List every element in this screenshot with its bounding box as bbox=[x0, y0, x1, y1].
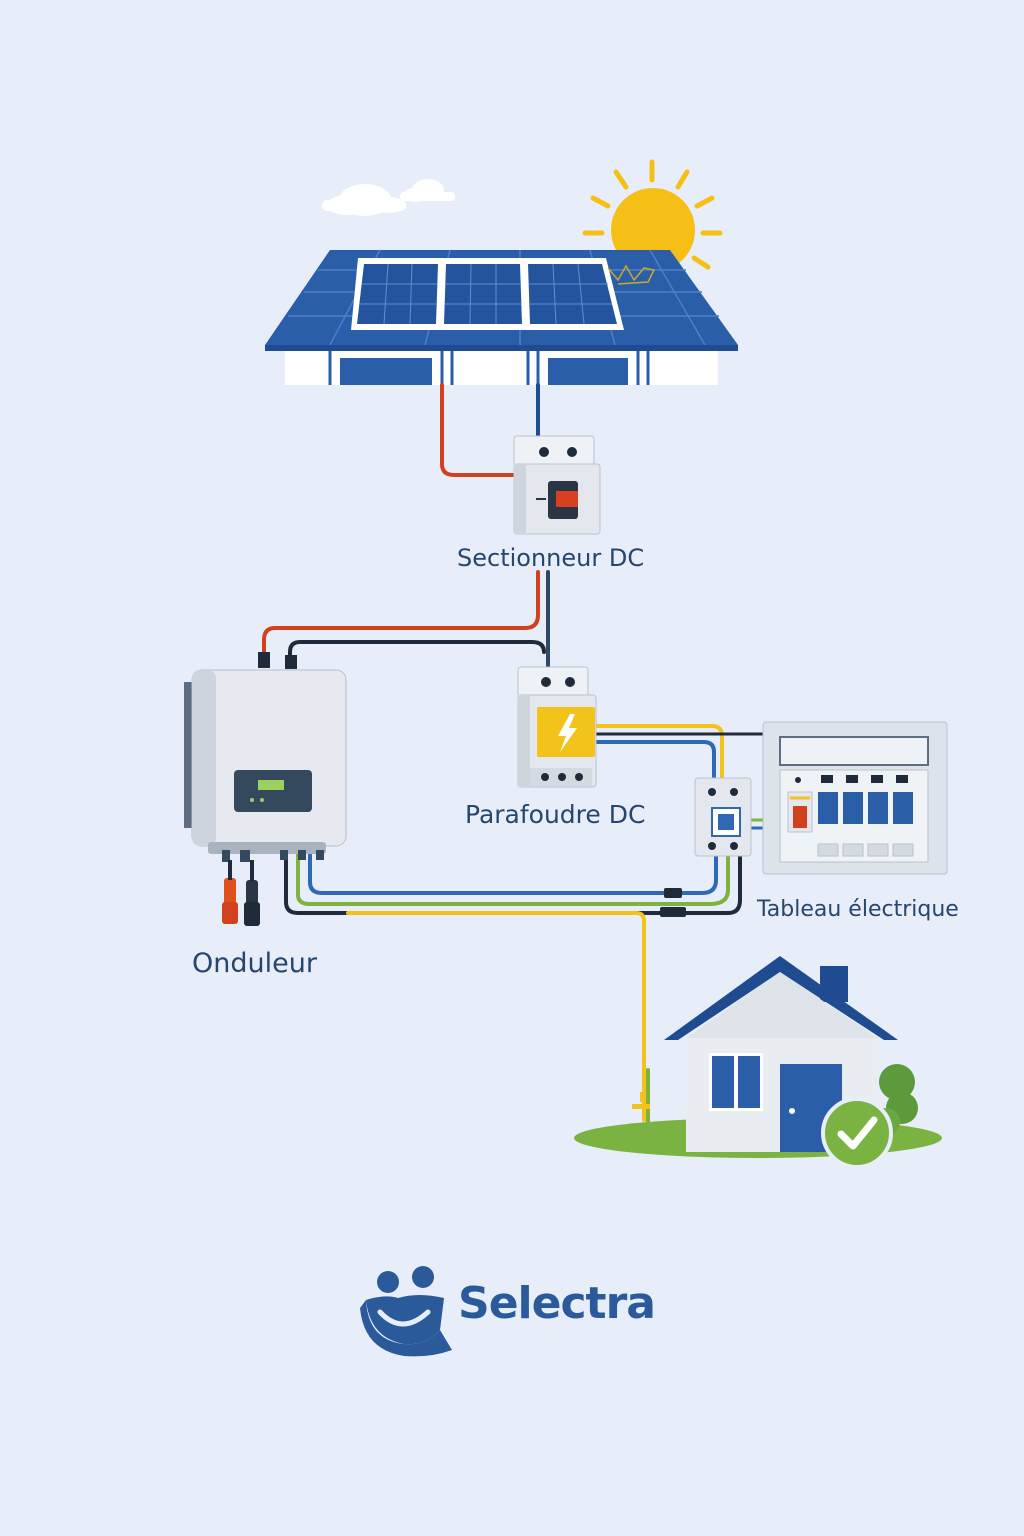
dc-disconnect-switch-icon bbox=[513, 435, 601, 535]
cloud-icon bbox=[322, 184, 406, 216]
label-onduleur: Onduleur bbox=[192, 948, 317, 979]
selectra-logo-icon bbox=[360, 1266, 452, 1357]
dc-wires bbox=[262, 383, 550, 670]
solar-panel-icon bbox=[265, 249, 738, 385]
cable-connector-icon bbox=[660, 888, 686, 917]
label-parafoudre-dc: Parafoudre DC bbox=[465, 800, 646, 829]
brand-wordmark: Selectra bbox=[458, 1278, 656, 1329]
ac-breaker-icon bbox=[694, 777, 752, 857]
label-sectionneur-dc: Sectionneur DC bbox=[457, 544, 645, 572]
inverter-icon bbox=[184, 652, 347, 926]
cloud-icon bbox=[400, 179, 455, 202]
surge-protector-icon bbox=[517, 666, 597, 788]
checkmark-icon bbox=[821, 1097, 893, 1169]
earth-rod-icon bbox=[632, 1092, 650, 1109]
distribution-board-icon bbox=[762, 721, 948, 875]
ac-wires bbox=[284, 724, 784, 1142]
label-tableau-electrique: Tableau électrique bbox=[757, 897, 959, 922]
